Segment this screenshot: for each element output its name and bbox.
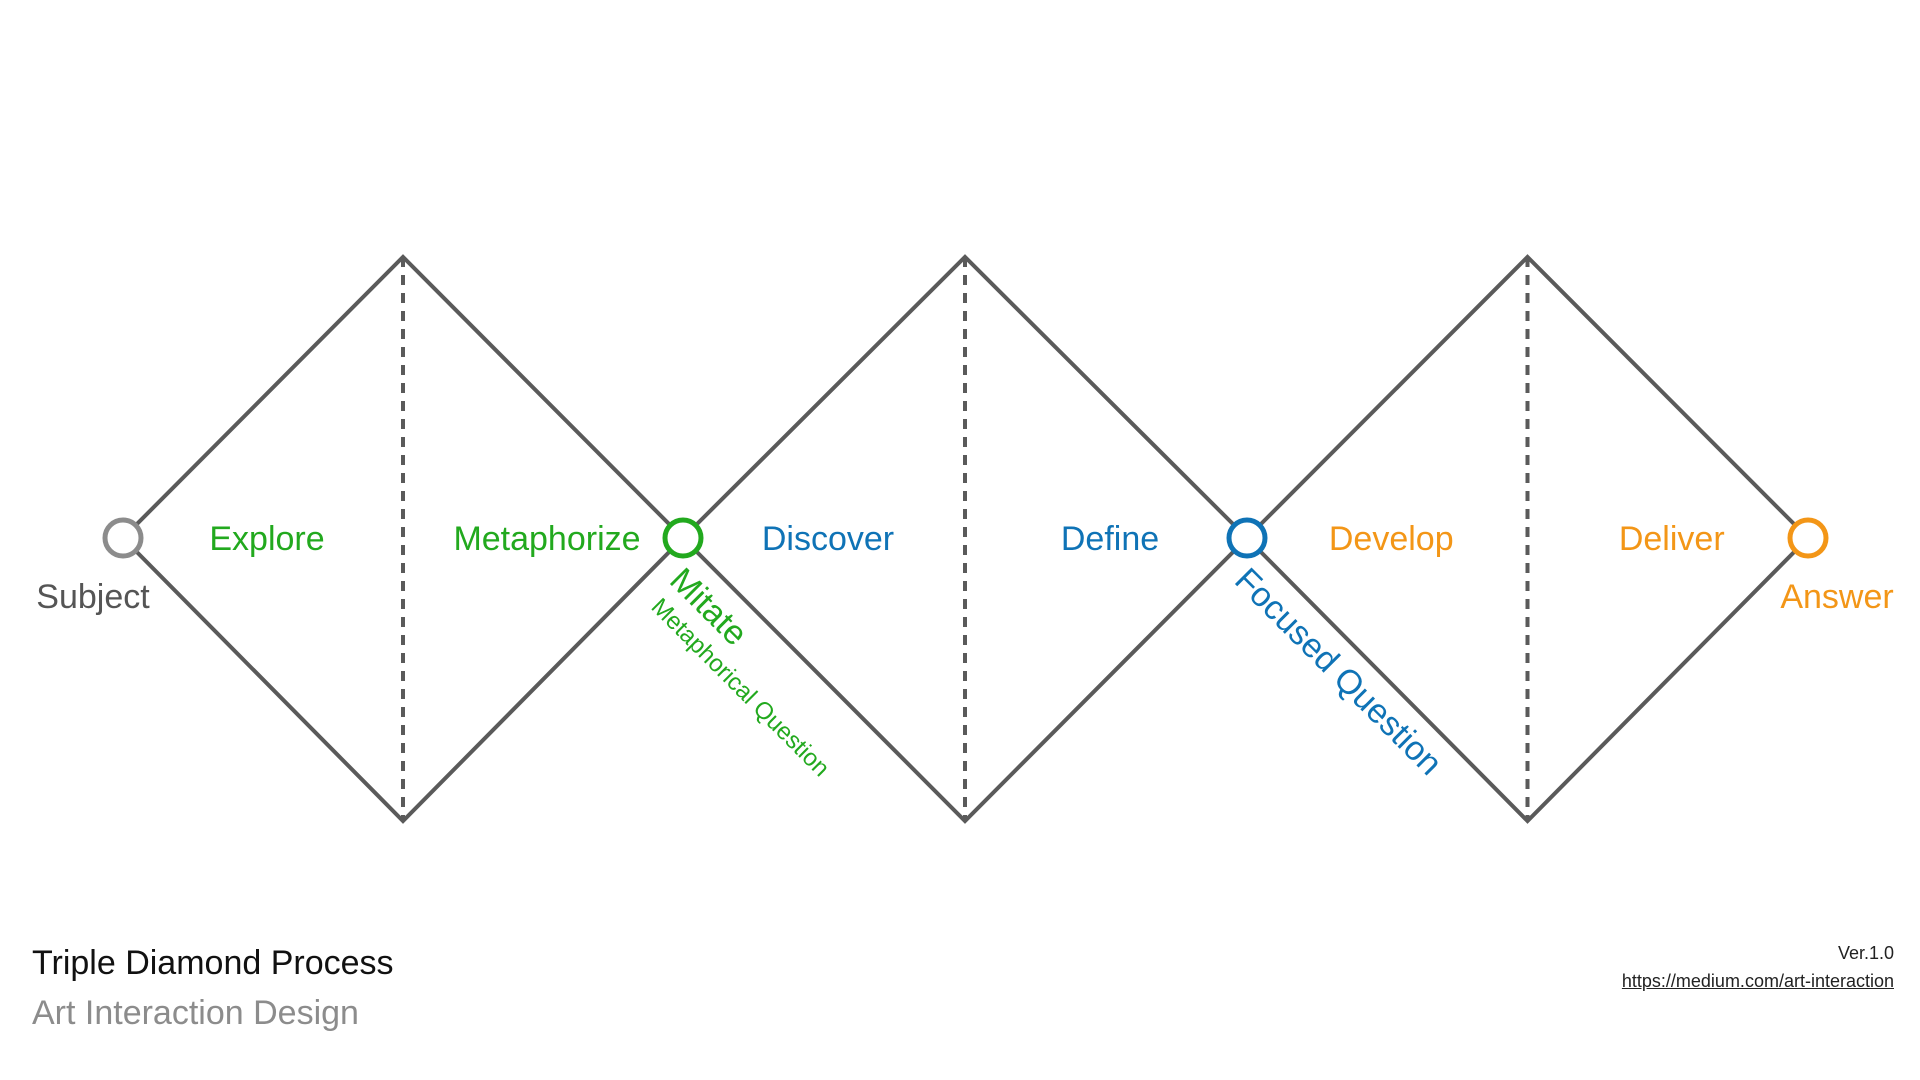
version-label: Ver.1.0 <box>1837 943 1894 963</box>
diagram-title: Triple Diamond Process <box>32 944 394 982</box>
phase-label-discover: Discover <box>762 520 894 558</box>
phase-label-develop: Develop <box>1329 520 1454 558</box>
node-label-subject: Subject <box>36 578 150 616</box>
phase-label-define: Define <box>1061 520 1159 558</box>
diagram-subtitle: Art Interaction Design <box>32 994 359 1032</box>
node-subject <box>102 517 144 559</box>
phase-label-metaphorize: Metaphorize <box>453 520 640 558</box>
medium-link[interactable]: https://medium.com/art-interaction <box>1621 971 1894 991</box>
node-focused-question <box>1226 517 1268 559</box>
node-label-answer: Answer <box>1780 578 1893 616</box>
node-label-focused-question: Focused Question <box>1227 561 1449 783</box>
node-mitate <box>662 517 704 559</box>
node-answer <box>1787 517 1829 559</box>
phase-label-explore: Explore <box>209 520 324 558</box>
phase-label-deliver: Deliver <box>1619 520 1725 558</box>
